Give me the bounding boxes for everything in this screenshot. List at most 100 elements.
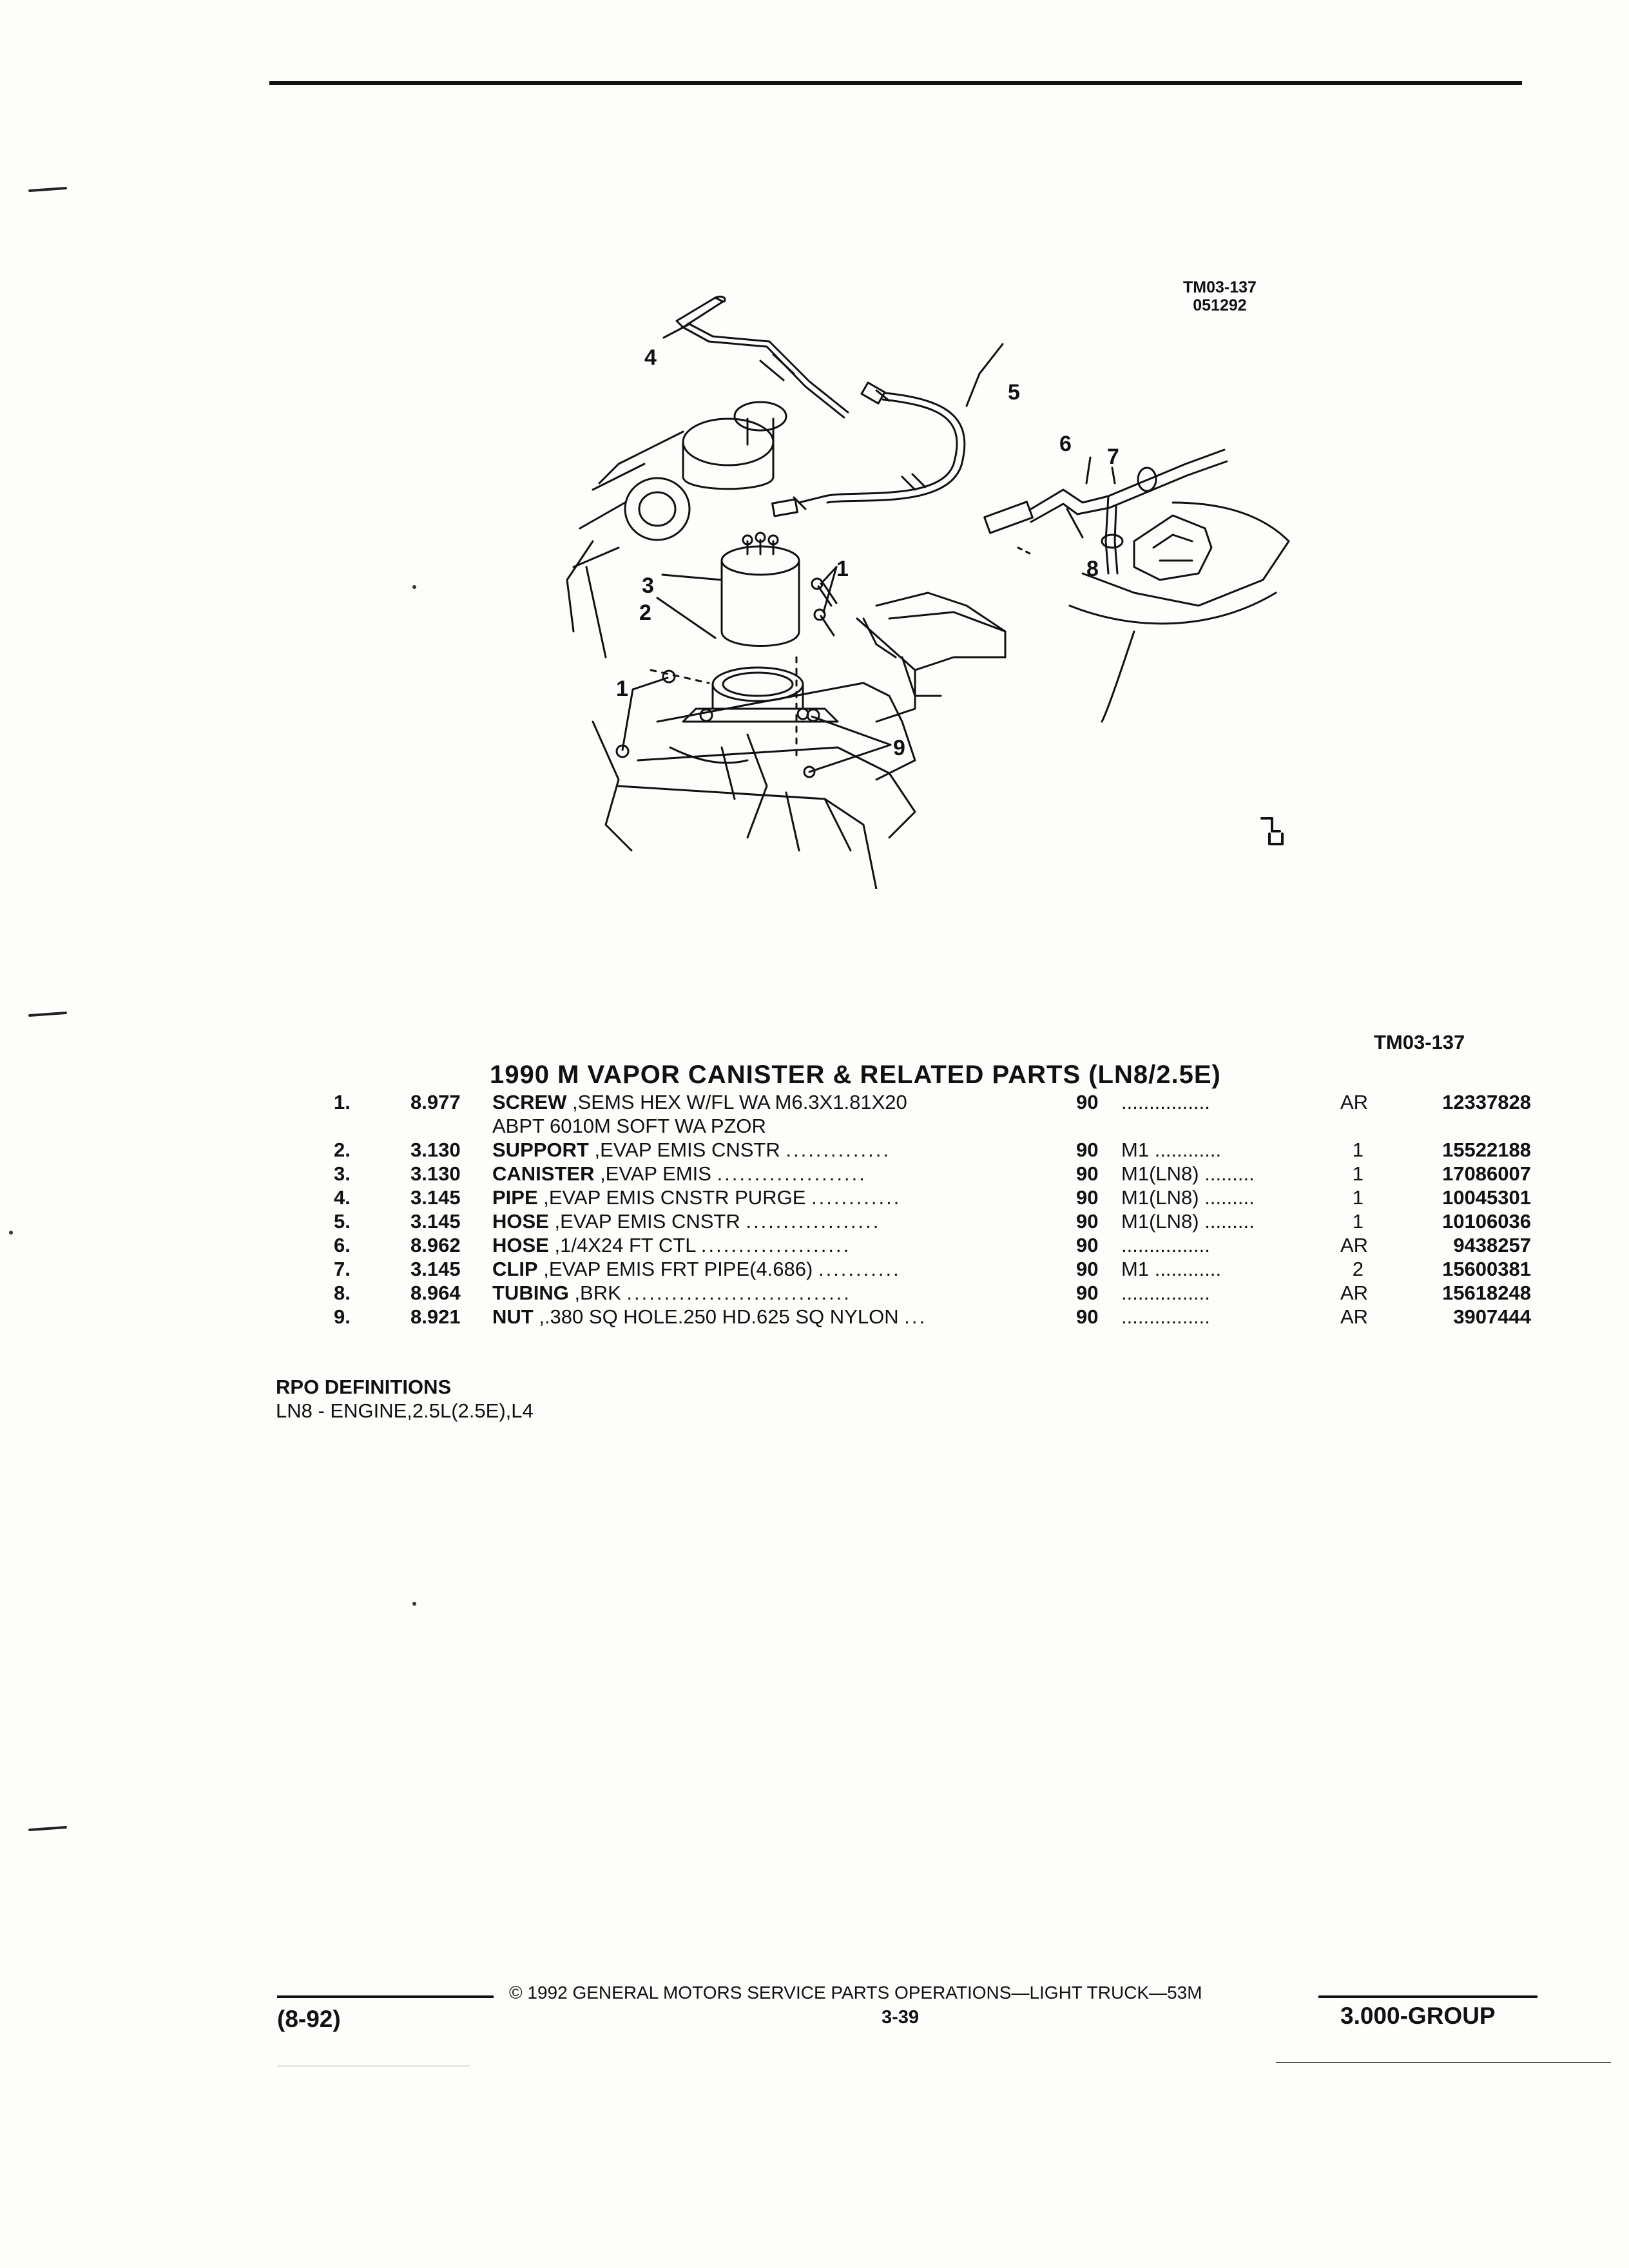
rpo-leader-dots: ......... (1204, 1162, 1255, 1185)
leader-dots: ............ (811, 1186, 901, 1209)
rpo-code: M1 ............ (1121, 1138, 1221, 1162)
quantity: 1 (1352, 1162, 1364, 1185)
part-number: 10106036 (1442, 1210, 1531, 1233)
description-continuation: ABPT 6010M SOFT WA PZOR (492, 1115, 766, 1137)
leader-dots: .................... (717, 1162, 867, 1185)
callout-2: 2 (639, 601, 651, 625)
leader-dots: .................. (746, 1210, 881, 1233)
item-number: 3. (334, 1162, 351, 1185)
group-number: 8.962 (410, 1234, 461, 1256)
footer-copyright: © 1992 GENERAL MOTORS SERVICE PARTS OPER… (509, 1983, 1202, 2003)
header-rule (269, 81, 1522, 85)
part-noun: HOSE (492, 1210, 549, 1233)
group-number: 3.145 (410, 1210, 461, 1233)
rpo-leader-dots: ......... (1204, 1210, 1255, 1233)
rpo-code: ................ (1121, 1281, 1210, 1305)
canister-support-part (682, 666, 839, 723)
callout-1-lower: 1 (616, 677, 628, 701)
vapor-canister-exploded-diagram: 4 5 6 7 8 1 3 2 1 9 (566, 295, 1290, 889)
canister-hose-part (771, 381, 966, 517)
rpo-code: ................ (1121, 1305, 1210, 1329)
scan-speck (412, 585, 416, 589)
part-number: 9438257 (1453, 1234, 1531, 1256)
part-noun: TUBING (492, 1282, 569, 1304)
rpo-code: ................ (1121, 1233, 1210, 1258)
part-noun: SCREW (492, 1091, 567, 1113)
leader-dots: .............................. (626, 1282, 851, 1304)
item-number: 5. (334, 1210, 351, 1233)
part-noun: NUT (492, 1305, 534, 1328)
item-number: 8. (334, 1282, 351, 1304)
part-noun: SUPPORT (492, 1139, 589, 1161)
rpo-value: M1(LN8) (1121, 1186, 1199, 1209)
part-description: SUPPORT ,EVAP EMIS CNSTR .............. (492, 1138, 891, 1162)
part-description: HOSE ,EVAP EMIS CNSTR .................. (492, 1209, 880, 1234)
leader-dots: ... (904, 1305, 927, 1328)
group-number: 3.145 (410, 1258, 461, 1280)
group-number: 3.130 (410, 1162, 461, 1185)
callout-7: 7 (1107, 445, 1119, 469)
group-number: 8.977 (410, 1091, 461, 1113)
callout-9: 9 (893, 736, 905, 760)
item-number: 7. (334, 1258, 351, 1280)
group-number: 8.964 (410, 1282, 461, 1304)
quantity: AR (1340, 1305, 1369, 1328)
part-detail: ,EVAP EMIS CNSTR (588, 1139, 780, 1161)
rpo-code: M1(LN8) ......... (1121, 1186, 1255, 1210)
bottom-scan-line (1276, 2062, 1611, 2063)
rpo-leader-dots: ......... (1204, 1186, 1255, 1209)
part-description: CLIP ,EVAP EMIS FRT PIPE(4.686) ........… (492, 1257, 901, 1282)
part-noun: HOSE (492, 1234, 549, 1256)
part-description: NUT ,.380 SQ HOLE.250 HD.625 SQ NYLON ..… (492, 1305, 927, 1329)
part-detail: ,EVAP EMIS FRT PIPE(4.686) (537, 1258, 813, 1280)
rpo-value: M1(LN8) (1121, 1210, 1199, 1233)
callout-6: 6 (1059, 432, 1072, 456)
rpo-leader-dots: ................ (1121, 1234, 1210, 1256)
quantity: 2 (1352, 1258, 1364, 1280)
model-year: 90 (1076, 1162, 1099, 1185)
item-number: 2. (334, 1139, 351, 1161)
part-description: SCREW ,SEMS HEX W/FL WA M6.3X1.81X20 (492, 1090, 907, 1115)
part-noun: CLIP (492, 1258, 538, 1280)
part-detail: ,EVAP EMIS CNSTR PURGE (537, 1186, 806, 1209)
figure-code-date: 051292 (1193, 296, 1247, 314)
model-year: 90 (1076, 1091, 1099, 1113)
rpo-definitions-heading: RPO DEFINITIONS (276, 1376, 452, 1398)
footer-revision-date: (8-92) (277, 2006, 341, 2032)
part-description: CANISTER ,EVAP EMIS .................... (492, 1162, 867, 1186)
rpo-definition: LN8 - ENGINE,2.5L(2.5E),L4 (276, 1399, 534, 1422)
rpo-code: M1 ............ (1121, 1257, 1221, 1282)
scan-speck (412, 1602, 416, 1606)
quantity: 1 (1352, 1186, 1364, 1209)
item-number: 6. (334, 1234, 351, 1256)
leader-dots: .................... (700, 1234, 851, 1256)
callout-3: 3 (642, 573, 654, 598)
rpo-leader-dots: ................ (1121, 1282, 1210, 1304)
model-year: 90 (1076, 1258, 1099, 1280)
part-number: 15600381 (1442, 1258, 1531, 1280)
purge-pipe-part (675, 295, 849, 419)
vehicle-frame (592, 591, 1007, 889)
part-description: PIPE ,EVAP EMIS CNSTR PURGE ............ (492, 1186, 901, 1210)
callout-leaders (621, 323, 1116, 773)
margin-mark (28, 1011, 68, 1017)
part-detail: ,EVAP EMIS CNSTR (548, 1210, 740, 1233)
part-number: 15522188 (1442, 1139, 1531, 1161)
part-noun: CANISTER (492, 1162, 595, 1185)
footer-page-number: 3-39 (882, 2007, 920, 2028)
part-detail: ,.380 SQ HOLE.250 HD.625 SQ NYLON (533, 1305, 899, 1328)
callout-1: 1 (836, 557, 849, 581)
rpo-code: M1(LN8) ......... (1121, 1162, 1255, 1186)
part-number: 3907444 (1453, 1305, 1531, 1328)
clip-symbol (1260, 817, 1284, 845)
margin-mark (28, 186, 68, 193)
part-number: 17086007 (1442, 1162, 1531, 1185)
rpo-value: M1 (1121, 1139, 1150, 1161)
margin-mark (28, 1825, 68, 1832)
vapor-canister-part (720, 532, 800, 647)
part-detail: ,1/4X24 FT CTL (548, 1234, 696, 1256)
leader-dots: .............. (786, 1139, 891, 1161)
model-year: 90 (1076, 1139, 1099, 1161)
quantity: AR (1340, 1091, 1369, 1113)
quantity: 1 (1352, 1139, 1364, 1161)
